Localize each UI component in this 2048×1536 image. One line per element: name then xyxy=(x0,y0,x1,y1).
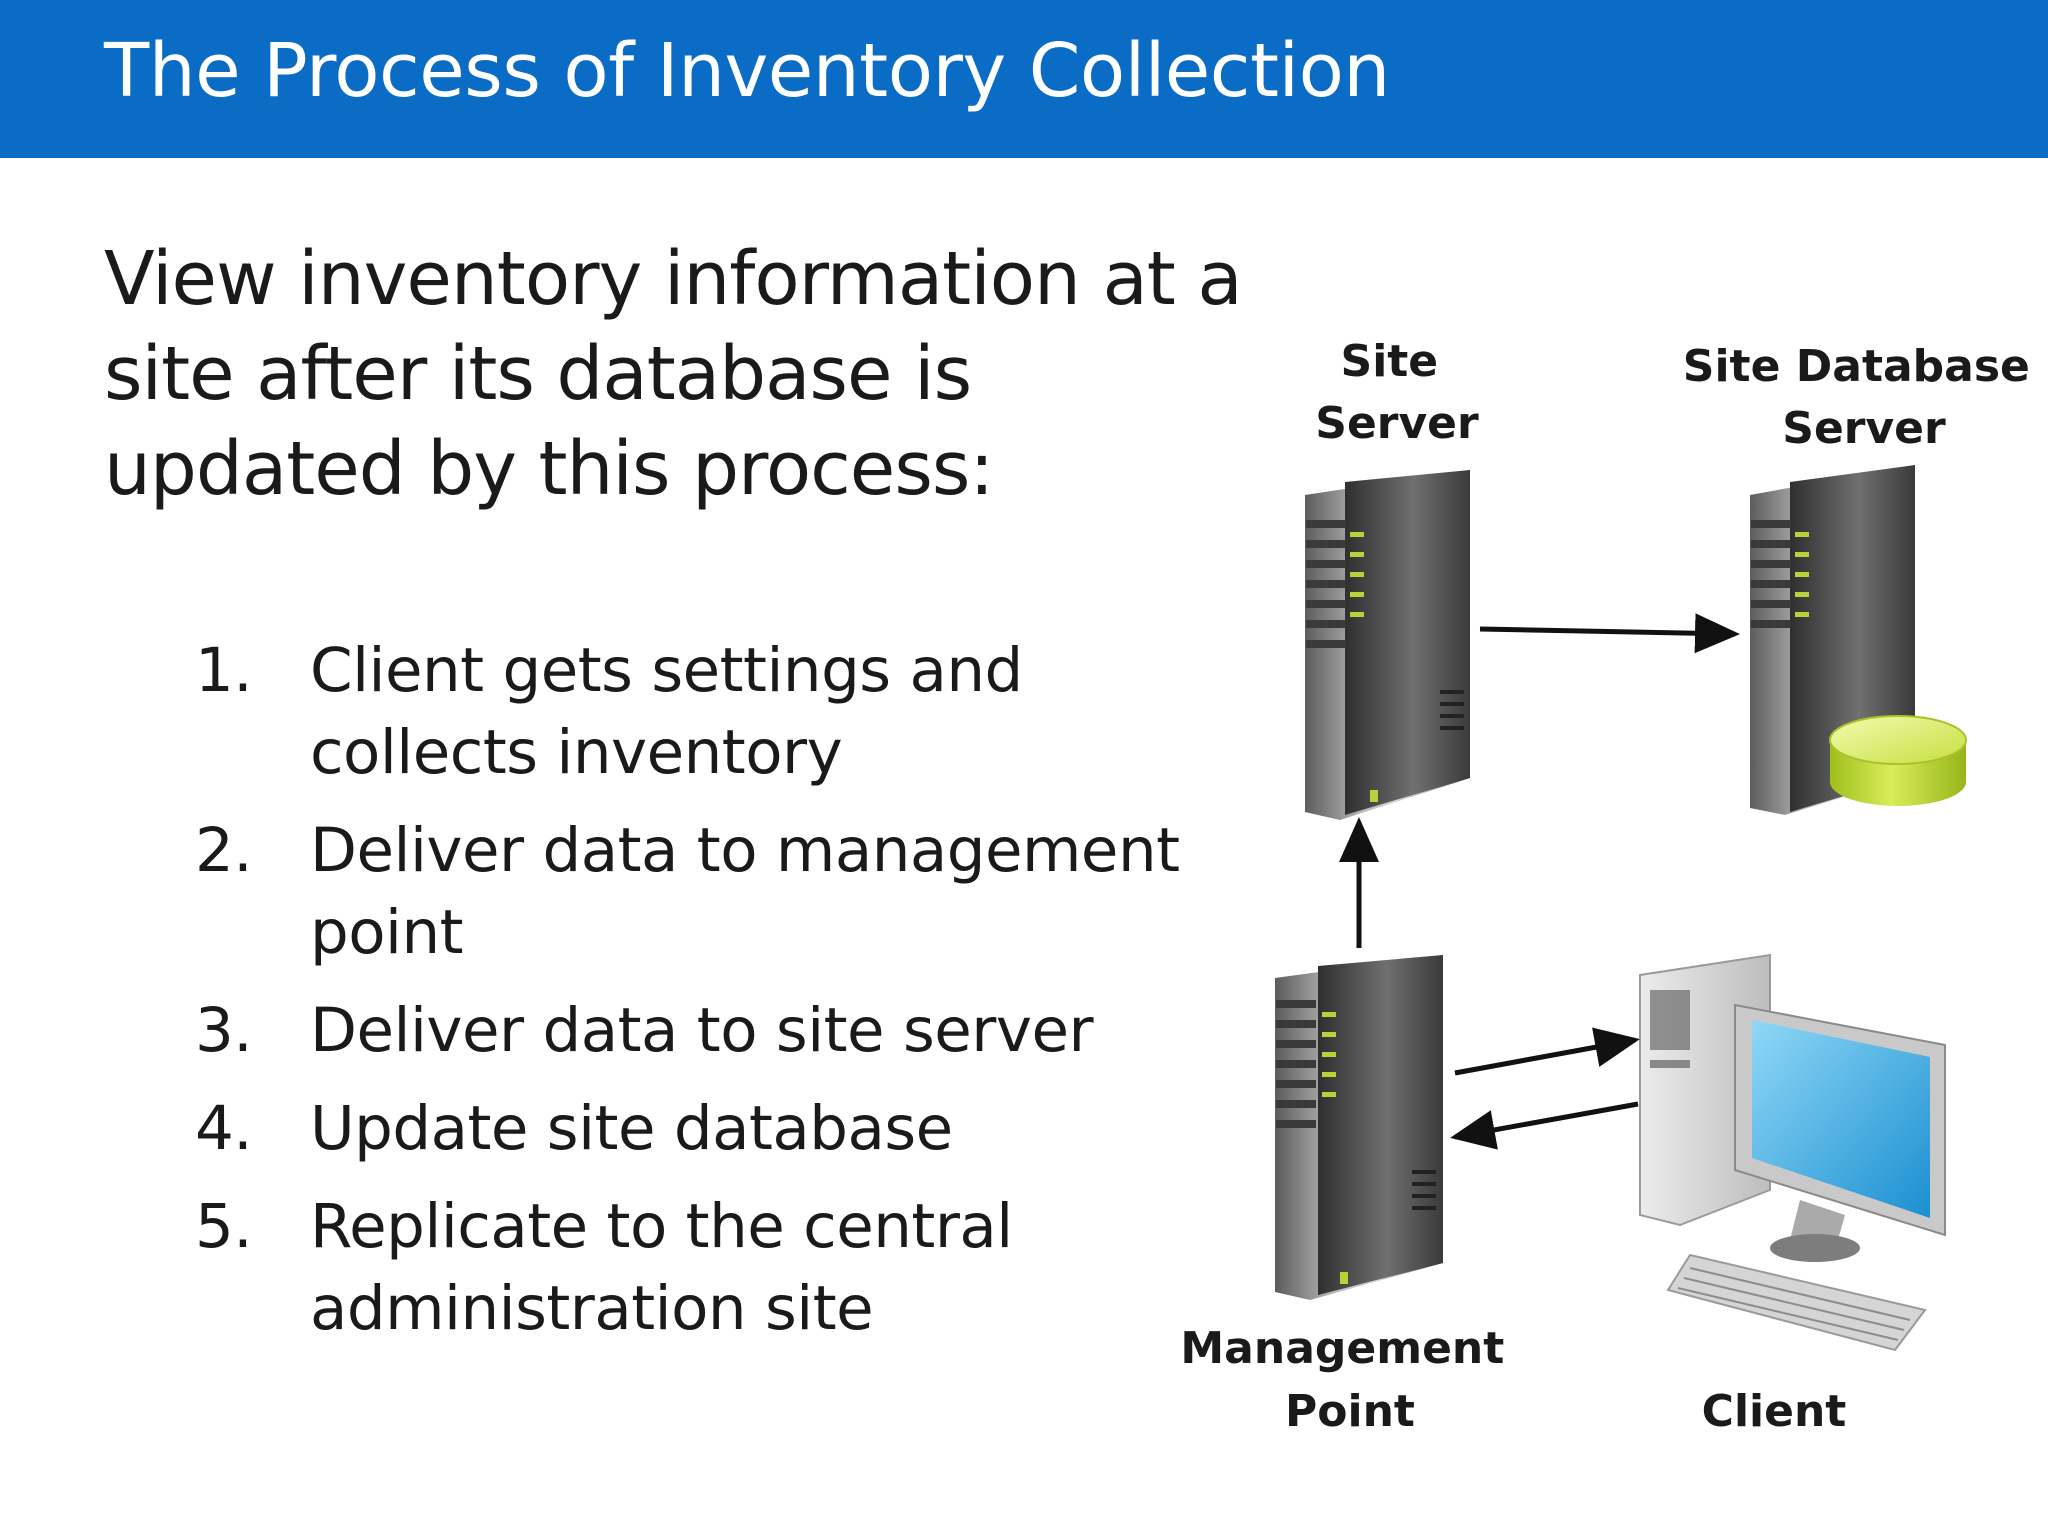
list-item: 3. Deliver data to site server xyxy=(190,990,1190,1072)
slide-title: The Process of Inventory Collection xyxy=(104,28,1390,114)
intro-text: View inventory information at a site aft… xyxy=(104,236,1243,512)
step-text: Update site database xyxy=(310,1093,953,1164)
arrow-client-to-mp xyxy=(1450,1101,1639,1150)
step-number: 3. xyxy=(195,995,253,1066)
step-text: Deliver data to management point xyxy=(310,815,1180,968)
step-number: 1. xyxy=(195,635,253,706)
site-database-server-label: Site Database Server xyxy=(1683,341,2045,454)
list-item: 2. Deliver data to management point xyxy=(190,810,1190,974)
site-server-icon xyxy=(1305,470,1470,820)
process-steps-list: 1. Client gets settings and collects inve… xyxy=(190,630,1190,1366)
arrow-mp-to-client xyxy=(1454,1027,1640,1076)
step-number: 4. xyxy=(195,1093,253,1164)
step-number: 5. xyxy=(195,1191,253,1262)
site-server-label: Site Server xyxy=(1315,336,1479,449)
step-text: Deliver data to site server xyxy=(310,995,1094,1066)
arrow-site-to-database xyxy=(1479,613,1740,654)
database-cylinder-icon xyxy=(1829,715,1967,806)
step-text: Replicate to the central administration … xyxy=(310,1191,1013,1344)
management-point-label: Management Point xyxy=(1180,1323,1519,1437)
desktop-computer-icon xyxy=(1639,953,1946,1352)
management-point-server-icon xyxy=(1275,955,1443,1300)
list-item: 5. Replicate to the central administratio… xyxy=(190,1186,1190,1350)
list-item: 4. Update site database xyxy=(190,1088,1190,1170)
list-item: 1. Client gets settings and collects inve… xyxy=(190,630,1190,794)
step-number: 2. xyxy=(195,815,253,886)
step-text: Client gets settings and collects invent… xyxy=(310,635,1023,788)
title-bar: The Process of Inventory Collection xyxy=(0,0,2048,158)
client-label: Client xyxy=(1702,1386,1847,1437)
